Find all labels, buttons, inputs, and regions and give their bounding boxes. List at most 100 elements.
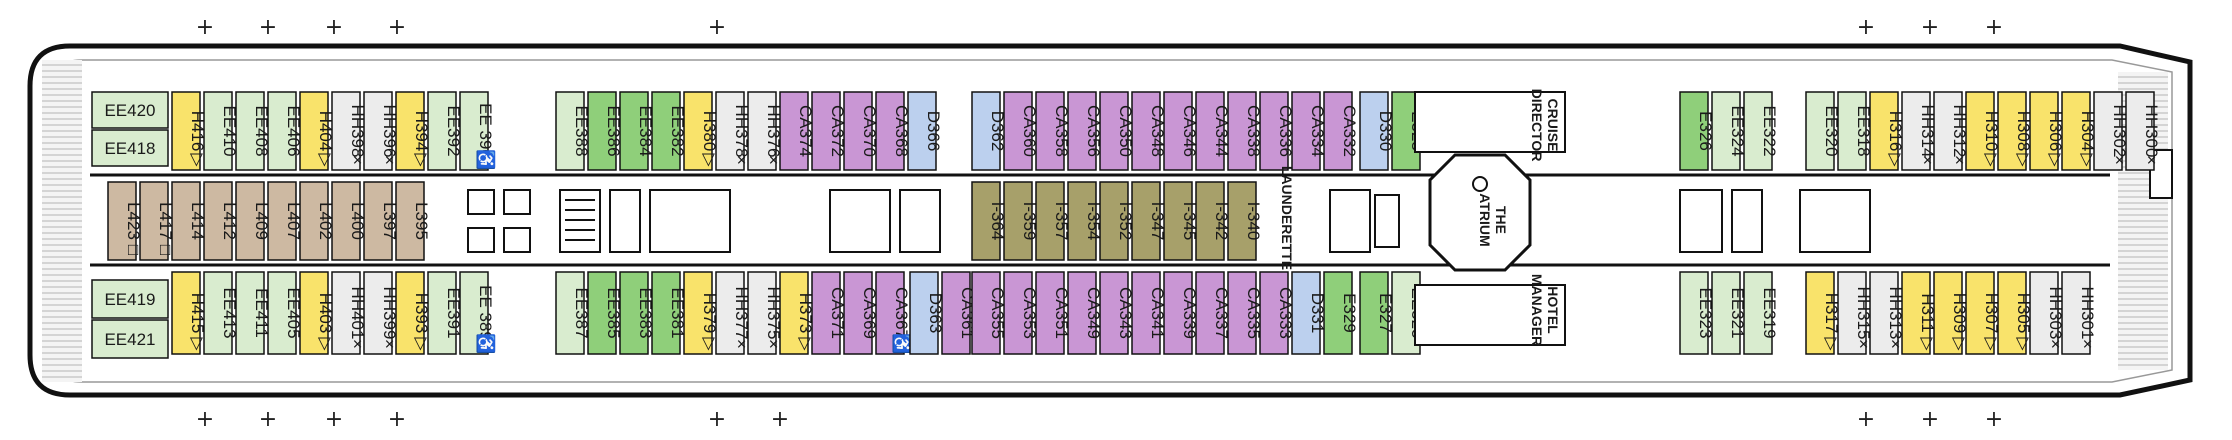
cabin-hh303[interactable]: HH303× (2029, 271, 2065, 355)
cabin-d330[interactable]: D330 (1359, 91, 1395, 171)
cabin-ee421[interactable]: EE421 (91, 319, 169, 359)
cabin-h379[interactable]: H379▷ (683, 271, 719, 355)
cabin-i-340[interactable]: I-340 (1227, 181, 1263, 261)
cabin-ee385[interactable]: EE385 (587, 271, 623, 355)
cabin-h307[interactable]: H307▷ (1965, 271, 2001, 355)
cabin-ca356[interactable]: CA356 (1067, 91, 1103, 171)
cabin-ee420[interactable]: EE420 (91, 91, 169, 129)
cabin-hh312[interactable]: HH312× (1933, 91, 1969, 171)
cabin-ca338[interactable]: CA338 (1227, 91, 1263, 171)
cabin-ca368[interactable]: CA368 (875, 91, 911, 171)
cabin-h415[interactable]: H415▷ (171, 271, 207, 355)
cabin-l412[interactable]: L412 (203, 181, 239, 261)
cabin-ca349[interactable]: CA349 (1067, 271, 1103, 355)
cabin-hh300[interactable]: HH300× (2125, 91, 2161, 171)
cabin-i-364[interactable]: I-364 (971, 181, 1007, 261)
cabin-l417[interactable]: L417□ (139, 181, 175, 261)
cabin-ca374[interactable]: CA374 (779, 91, 815, 171)
cabin-ee389[interactable]: EE 389♿ (459, 271, 496, 355)
cabin-ee419[interactable]: EE419 (91, 279, 169, 319)
cabin-ca371[interactable]: CA371 (811, 271, 847, 355)
cabin-i-347[interactable]: I-347 (1131, 181, 1167, 261)
cabin-ca346[interactable]: CA346 (1163, 91, 1199, 171)
cabin-ee324[interactable]: EE324 (1711, 91, 1747, 171)
cabin-ca370[interactable]: CA370 (843, 91, 879, 171)
cabin-i-359[interactable]: I-359 (1003, 181, 1039, 261)
cabin-ee319[interactable]: EE319 (1743, 271, 1779, 355)
cabin-h393[interactable]: H393▷ (395, 271, 431, 355)
cabin-h311[interactable]: H311▷ (1901, 271, 1937, 355)
cabin-ca372[interactable]: CA372 (811, 91, 847, 171)
cabin-ca350[interactable]: CA350 (1099, 91, 1135, 171)
cabin-ca348[interactable]: CA348 (1131, 91, 1167, 171)
cabin-h373[interactable]: H373▷ (779, 271, 815, 355)
cabin-h416[interactable]: H416▷ (171, 91, 207, 171)
cabin-h403[interactable]: H403▷ (299, 271, 335, 355)
cabin-ca344[interactable]: CA344 (1195, 91, 1231, 171)
cabin-l402[interactable]: L402 (299, 181, 335, 261)
cabin-h306[interactable]: H306▷ (2029, 91, 2065, 171)
cabin-ee413[interactable]: EE413 (203, 271, 239, 355)
cabin-i-354[interactable]: I-354 (1067, 181, 1103, 261)
cabin-h304[interactable]: H304▷ (2061, 91, 2097, 171)
cabin-hh375[interactable]: HH375× (747, 271, 783, 355)
cabin-ee391[interactable]: EE391 (427, 271, 463, 355)
cabin-d363[interactable]: D363 (909, 271, 945, 355)
cabin-ca337[interactable]: CA337 (1195, 271, 1231, 355)
cabin-ee418[interactable]: EE418 (91, 129, 169, 167)
cabin-ee320[interactable]: EE320 (1805, 91, 1841, 171)
cabin-ee411[interactable]: EE411 (235, 271, 271, 355)
cabin-ee321[interactable]: EE321 (1711, 271, 1747, 355)
cabin-ee406[interactable]: EE406 (267, 91, 303, 171)
cabin-ee382[interactable]: EE382 (651, 91, 687, 171)
cabin-l409[interactable]: L409 (235, 181, 271, 261)
cabin-hh401[interactable]: HH401× (331, 271, 367, 355)
cabin-l423[interactable]: L423□ (107, 181, 143, 261)
cabin-ca351[interactable]: CA351 (1035, 271, 1071, 355)
cabin-ca333[interactable]: CA333 (1259, 271, 1295, 355)
cabin-ee383[interactable]: EE383 (619, 271, 655, 355)
cabin-ee392[interactable]: EE392 (427, 91, 463, 171)
cabin-i-357[interactable]: I-357 (1035, 181, 1071, 261)
cabin-hh399[interactable]: HH399× (363, 271, 399, 355)
cabin-ca353[interactable]: CA353 (1003, 271, 1039, 355)
cabin-h310[interactable]: H310▷ (1965, 91, 2001, 171)
cabin-l407[interactable]: L407 (267, 181, 303, 261)
cabin-ca367[interactable]: CA367♿ (875, 271, 912, 355)
cabin-h380[interactable]: H380▷ (683, 91, 719, 171)
cabin-e326[interactable]: E326 (1679, 91, 1715, 171)
cabin-h394[interactable]: H394▷ (395, 91, 431, 171)
cabin-hh378[interactable]: HH378× (715, 91, 751, 171)
cabin-d331[interactable]: D331 (1291, 271, 1327, 355)
cabin-ee410[interactable]: EE410 (203, 91, 239, 171)
cabin-i-352[interactable]: I-352 (1099, 181, 1135, 261)
cabin-e327[interactable]: E327 (1359, 271, 1395, 355)
cabin-hh314[interactable]: HH314× (1901, 91, 1937, 171)
cabin-ee386[interactable]: EE386 (587, 91, 623, 171)
cabin-ca360[interactable]: CA360 (1003, 91, 1039, 171)
cabin-hh301[interactable]: HH301× (2061, 271, 2097, 355)
cabin-ee408[interactable]: EE408 (235, 91, 271, 171)
cabin-h317[interactable]: H317▷ (1805, 271, 1841, 355)
cabin-h316[interactable]: H316▷ (1869, 91, 1905, 171)
cabin-h308[interactable]: H308▷ (1997, 91, 2033, 171)
cabin-i-345[interactable]: I-345 (1163, 181, 1199, 261)
cabin-d366[interactable]: D366 (907, 91, 943, 171)
cabin-l414[interactable]: L414 (171, 181, 207, 261)
cabin-i-342[interactable]: I-342 (1195, 181, 1231, 261)
cabin-h404[interactable]: H404▷ (299, 91, 335, 171)
cabin-ca334[interactable]: CA334 (1291, 91, 1327, 171)
cabin-hh377[interactable]: HH377× (715, 271, 751, 355)
cabin-ca339[interactable]: CA339 (1163, 271, 1199, 355)
cabin-ee388[interactable]: EE388 (555, 91, 591, 171)
cabin-ee381[interactable]: EE381 (651, 271, 687, 355)
cabin-ca336[interactable]: CA336 (1259, 91, 1295, 171)
cabin-ee318[interactable]: EE318 (1837, 91, 1873, 171)
cabin-hh398[interactable]: HH398× (331, 91, 367, 171)
cabin-ca355[interactable]: CA355 (971, 271, 1007, 355)
cabin-d362[interactable]: D362 (971, 91, 1007, 171)
cabin-ca369[interactable]: CA369 (843, 271, 879, 355)
cabin-l400[interactable]: L400 (331, 181, 367, 261)
cabin-ca343[interactable]: CA343 (1099, 271, 1135, 355)
cabin-h305[interactable]: H305▷ (1997, 271, 2033, 355)
